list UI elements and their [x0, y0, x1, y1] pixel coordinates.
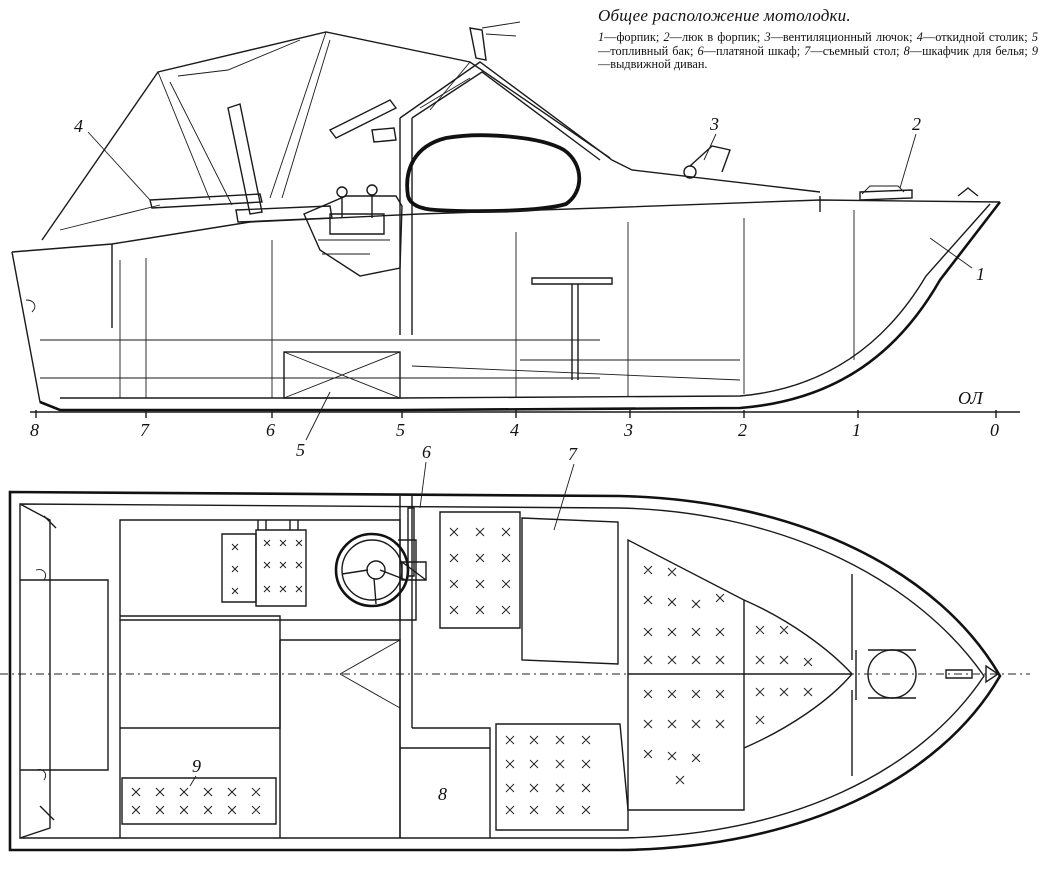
hull-outline-plan: [8, 490, 1002, 852]
station-label: 5: [396, 420, 405, 440]
callout-number: 7: [568, 444, 578, 464]
side-elevation: 8 7 6 5 4 3 2 1 0 ОЛ 1 2 3 4 5: [11, 21, 1020, 460]
waterline-label: ОЛ: [958, 388, 985, 408]
transom-plan: [19, 503, 109, 839]
station-labels: 8 7 6 5 4 3 2 1 0: [30, 420, 999, 440]
station-label: 4: [510, 420, 519, 440]
caption-block: Общее расположение мотолодки. 1—форпик; …: [598, 6, 1038, 72]
helm-seat: [221, 520, 307, 607]
helm-console: [303, 99, 403, 277]
plan-callouts: 6 7 8 9: [189, 442, 578, 804]
legend-item: 9—выдвижной диван.: [598, 43, 1039, 72]
legend-item: 2—люк в форпик;: [663, 30, 765, 44]
mast: [469, 27, 487, 61]
aft-partitions: [119, 496, 491, 838]
table-side: [531, 277, 613, 380]
removable-table: [521, 517, 619, 665]
legend-item: 4—откидной столик;: [916, 30, 1032, 44]
station-label: 1: [852, 420, 861, 440]
cabin-window: [405, 133, 582, 214]
bow-fittings: [851, 574, 1000, 776]
steering-wheel: [334, 507, 427, 621]
legend-item: 5—топливный бак;: [598, 30, 1039, 58]
hull-bottom: [39, 201, 1002, 412]
callout-number: 6: [422, 442, 431, 462]
callout-number: 8: [438, 784, 447, 804]
station-label: 2: [738, 420, 747, 440]
callout-number: 3: [709, 114, 719, 134]
sliding-sofa: [121, 777, 277, 825]
cabin-cushion-aft: [495, 723, 629, 831]
callout-number: 5: [296, 440, 305, 460]
interior-frames: [40, 210, 855, 398]
windshield-frame: [399, 61, 821, 335]
legend-item: 6—платяной шкаф;: [697, 43, 805, 58]
station-ticks: [35, 410, 997, 418]
plan-view: 6 7 8 9: [0, 442, 1030, 852]
legend-text: 1—форпик; 2—люк в форпик; 3—вентиляционн…: [598, 30, 1039, 72]
callout-number: 1: [976, 264, 985, 284]
diagram-title: Общее расположение мотолодки.: [598, 6, 851, 25]
legend-item: 1—форпик;: [598, 30, 664, 44]
legend-item: 3—вентиляционный лючок;: [764, 30, 917, 44]
callout-number: 4: [74, 116, 83, 136]
station-label: 0: [990, 420, 999, 440]
deck-sheer-line: [11, 185, 1001, 328]
vent-hatch: [683, 145, 979, 197]
callout-number: 9: [192, 756, 201, 776]
transom: [11, 251, 61, 411]
station-label: 3: [623, 420, 633, 440]
cabin-cushion-bow: [627, 538, 853, 811]
side-callouts: 1 2 3 4 5: [74, 114, 985, 460]
station-label: 6: [266, 420, 275, 440]
legend-item: 8—шкафчик для белья;: [903, 43, 1032, 58]
station-label: 7: [140, 420, 150, 440]
fuel-tank: [283, 351, 401, 399]
legend-item: 7—съемный стол;: [804, 43, 904, 58]
folding-table: [149, 103, 333, 223]
callout-number: 2: [912, 114, 921, 134]
station-label: 8: [30, 420, 39, 440]
cabin-cushion-forward: [439, 511, 521, 629]
canopy-awning: [41, 31, 611, 241]
